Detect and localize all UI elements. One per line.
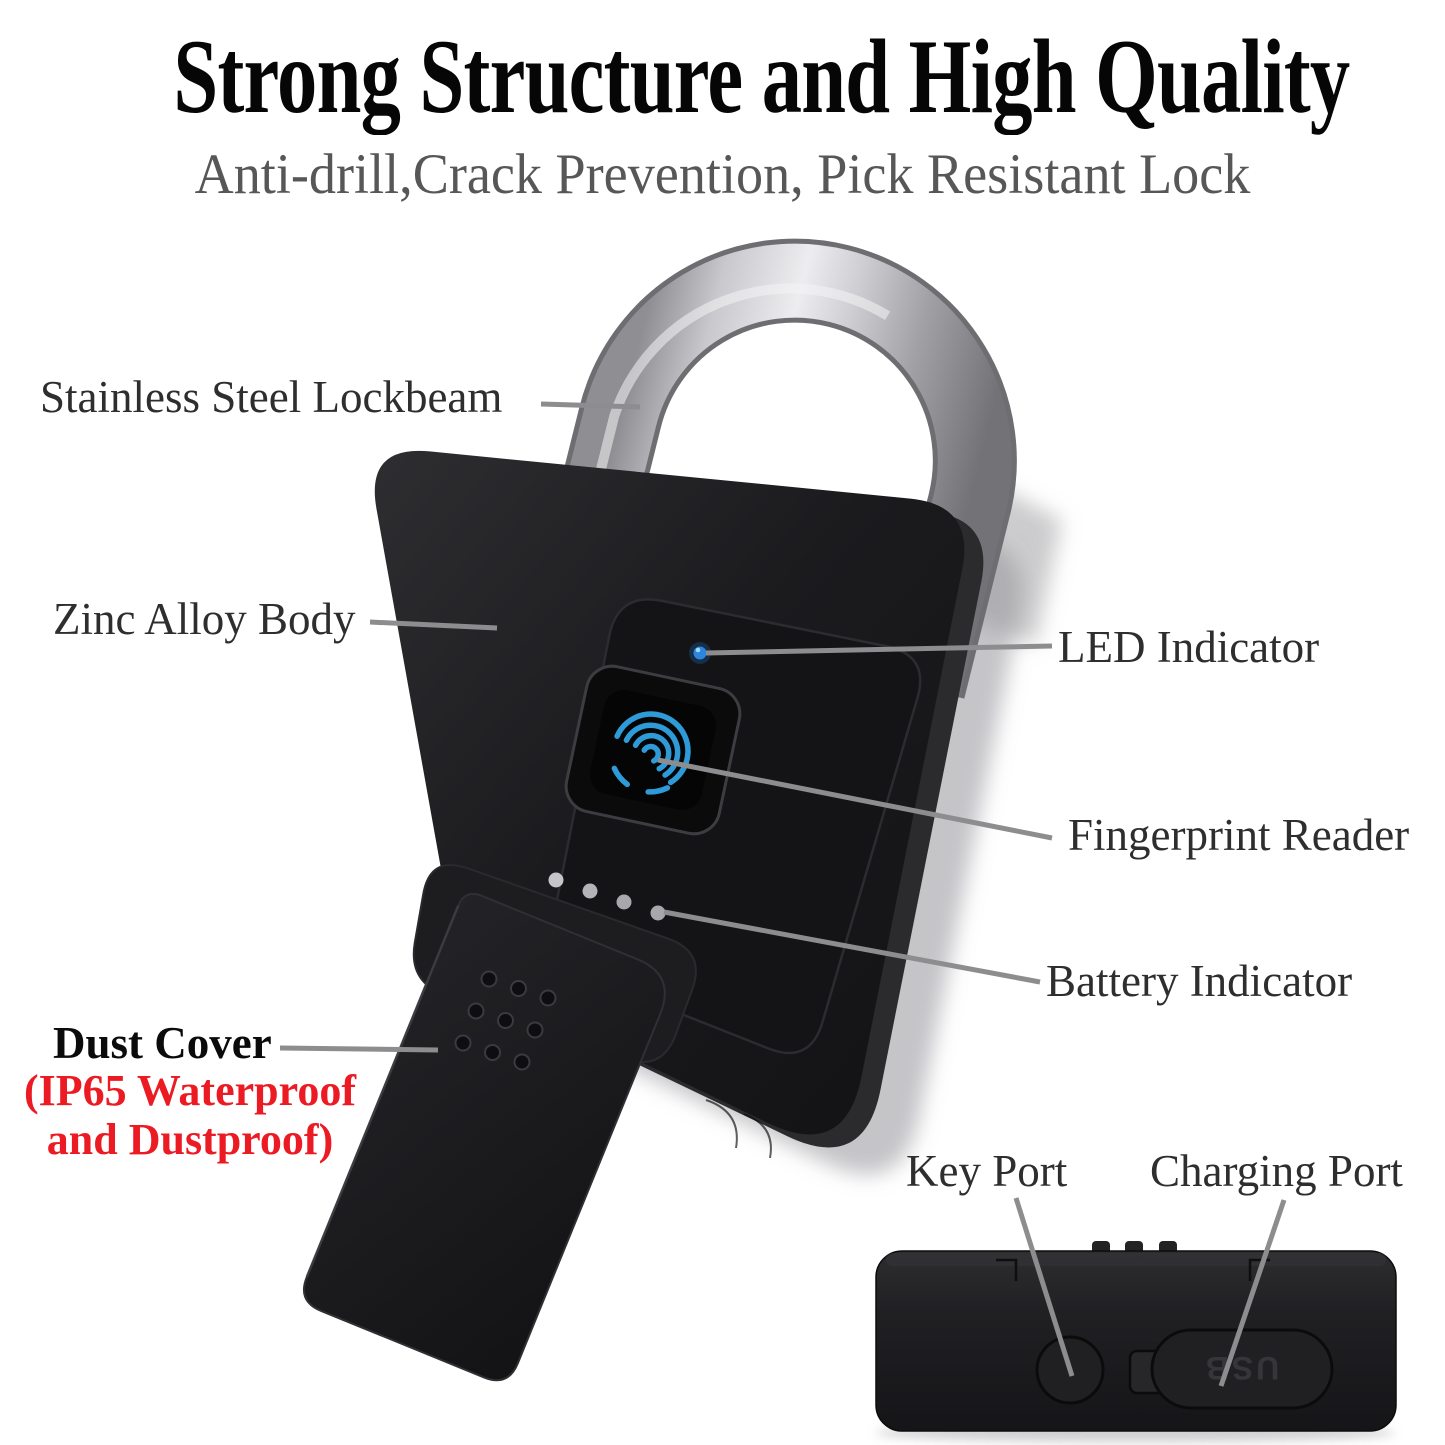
- bottom-view: USB: [875, 1241, 1397, 1442]
- battery-dot: [616, 894, 632, 910]
- callout-charging-port-label: Charging Port: [1150, 1146, 1403, 1196]
- callout-lockbeam-label: Stainless Steel Lockbeam: [40, 372, 503, 422]
- key-port-leader-line: [1013, 1197, 1075, 1377]
- callout-led-label: LED Indicator: [1058, 622, 1320, 672]
- dust-cover-leader-line: [279, 1045, 439, 1053]
- dust-cover: [303, 892, 666, 1382]
- shackle: [545, 238, 1017, 699]
- dust-cover-note: (IP65 Waterproof and Dustproof): [15, 1066, 365, 1165]
- lockbeam-leader-line: [540, 401, 641, 410]
- callout-dust-cover-label: Dust Cover: [53, 1018, 272, 1068]
- leader-lines: [279, 401, 1287, 1387]
- callout-battery-label: Battery Indicator: [1046, 956, 1353, 1006]
- battery-dot: [650, 905, 666, 921]
- fingerprint-sensor-bezel: [564, 664, 742, 836]
- callout-key-port-label: Key Port: [906, 1146, 1068, 1196]
- battery-indicator-dots: [548, 872, 666, 921]
- battery-dot: [582, 883, 598, 899]
- led-leader-line: [705, 643, 1053, 656]
- dust-cover-grip-dots: [454, 970, 557, 1071]
- charging-port-leader-line: [1218, 1199, 1287, 1387]
- zinc-body-leader-line: [369, 619, 498, 631]
- usb-label: USB: [1203, 1350, 1280, 1386]
- battery-dot: [548, 872, 564, 888]
- page-title: Strong Structure and High Quality: [173, 18, 1350, 135]
- battery-leader-line: [663, 909, 1041, 985]
- page-subtitle: Anti-drill,Crack Prevention, Pick Resist…: [194, 143, 1251, 206]
- callout-zinc-body-label: Zinc Alloy Body: [53, 594, 356, 644]
- dust-cover-note-line2: and Dustproof): [46, 1115, 334, 1165]
- body-edge-detail: [705, 1099, 772, 1159]
- dust-cover-note-line1: (IP65 Waterproof: [24, 1066, 356, 1115]
- callout-fingerprint-label: Fingerprint Reader: [1068, 810, 1410, 860]
- fingerprint-leader-line: [657, 757, 1053, 841]
- led-indicator-dot: [689, 642, 711, 664]
